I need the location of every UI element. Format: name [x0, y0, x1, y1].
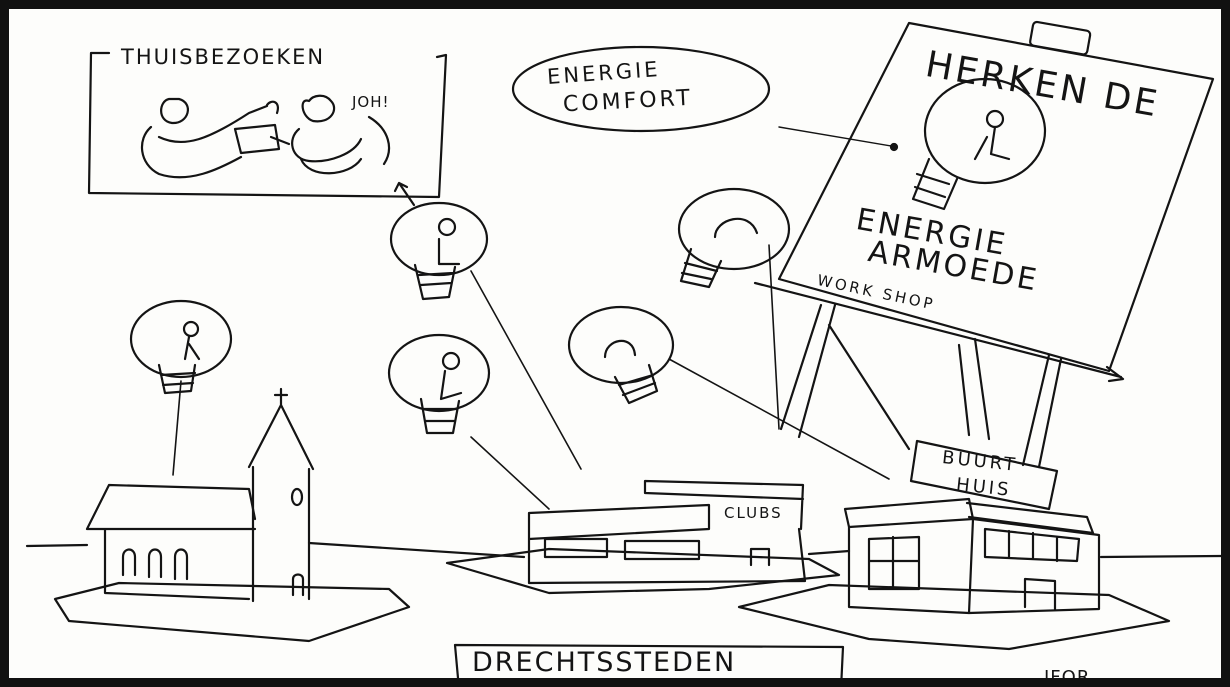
buurthuis-building-icon [739, 441, 1169, 649]
thuisbezoeken-label: THUISBEZOEKEN [121, 47, 325, 68]
clubs-label: CLUBS [724, 506, 783, 521]
artist-signature: IFOR [1044, 669, 1090, 687]
connector-lines [173, 245, 889, 509]
lightbulb-icon [389, 335, 489, 433]
lightbulb-icon [391, 183, 487, 299]
church-icon [55, 389, 409, 641]
lightbulb-icon [569, 307, 673, 403]
drechtssteden-label: DRECHTSSTEDEN [472, 649, 736, 676]
thuisbezoeken-panel [89, 53, 446, 197]
clubs-building-icon [447, 481, 839, 593]
lightbulb-icon [131, 301, 231, 393]
lightbulb-icon [679, 189, 789, 287]
joh-speech-label: JOH! [352, 95, 390, 110]
